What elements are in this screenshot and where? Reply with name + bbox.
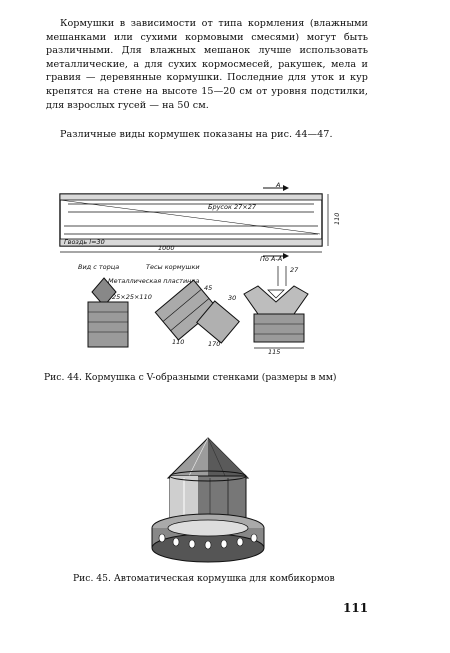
joint-label: Тесы кормушки — [146, 263, 200, 271]
plate-size-label: 25×25×110 — [112, 293, 152, 301]
paragraph-feeders: Кормушки в зависимости от типа кормления… — [46, 18, 368, 111]
figure-45-caption: Рис. 45. Автоматическая кормушка для ком… — [73, 573, 335, 584]
dim-45-label: 45 — [204, 284, 212, 292]
page-number: 111 — [343, 601, 369, 615]
dim-27-label: 27 — [290, 266, 299, 274]
figure-44-drawing: А Брусок 27×27 Гвоздь l=30 110 1000 Вид … — [59, 182, 341, 356]
dim-115-label: 115 — [268, 348, 280, 356]
end-view-label: Вид с торца — [78, 263, 119, 271]
figure-44-caption: Рис. 44. Кормушка с V-образными стенками… — [44, 372, 337, 383]
bar-label: Брусок 27×27 — [208, 203, 257, 211]
dim-110-label: 110 — [172, 338, 184, 346]
board-label: Гвоздь l=30 — [64, 238, 105, 246]
dim-170-label: 170 — [208, 340, 220, 348]
height-label: 110 — [333, 213, 341, 225]
figure-45-drawing — [151, 437, 265, 563]
paragraph-figure-reference: Различные виды кормушек показаны на рис.… — [60, 129, 333, 140]
section-mark-top: А — [275, 182, 280, 189]
dim-30-label: 30 — [228, 294, 236, 302]
length-label: 1000 — [158, 244, 175, 252]
section-label: По А-А — [260, 255, 282, 263]
metal-plate-label: Металлическая пластинка — [108, 277, 199, 285]
